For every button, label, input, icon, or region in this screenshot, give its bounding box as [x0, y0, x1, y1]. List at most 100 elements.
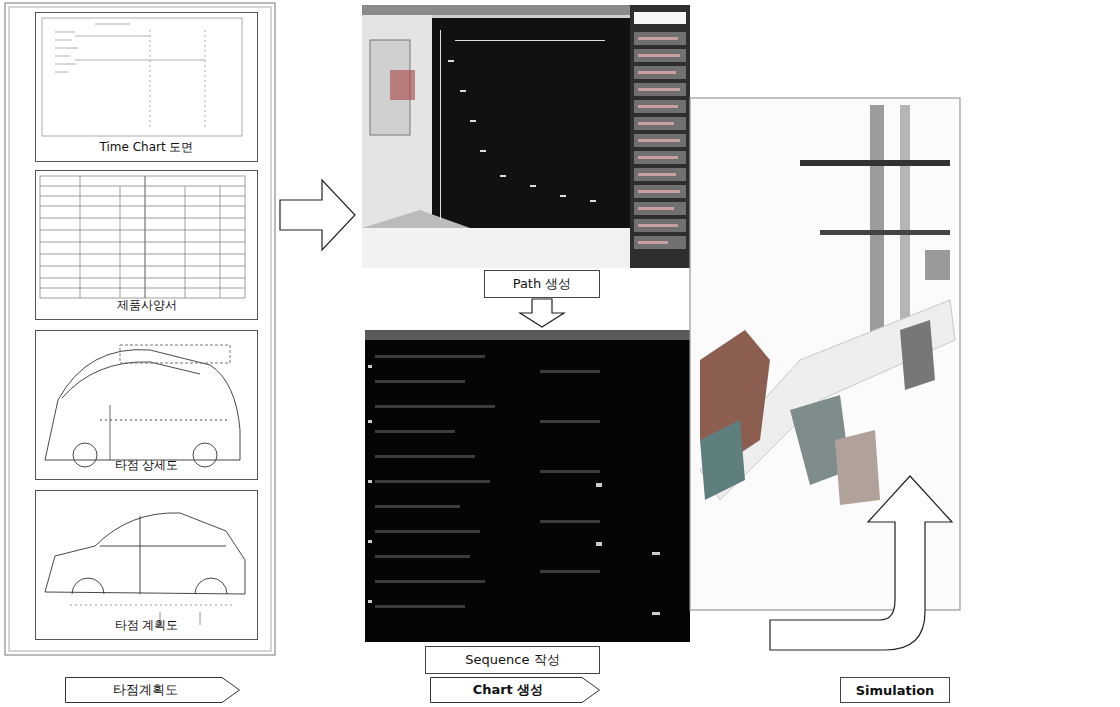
sequence-screenshot — [365, 330, 690, 642]
simulation-view — [835, 430, 880, 505]
time-chart-sketch — [75, 36, 150, 37]
simulation-view — [900, 320, 935, 390]
path-screenshot — [590, 200, 596, 202]
time-chart-sketch — [55, 56, 70, 57]
weld-detail-sketch — [62, 362, 200, 398]
path-screenshot — [448, 60, 454, 62]
simulation-view — [870, 105, 884, 335]
time-chart-sketch — [42, 18, 242, 136]
spec-table-sketch — [40, 218, 245, 219]
sequence-screenshot — [375, 380, 465, 383]
spec-table-sketch — [40, 254, 245, 255]
sequence-screenshot — [368, 420, 372, 423]
document-thumbnail: Time Chart 도면 — [35, 12, 258, 162]
time-chart-sketch — [205, 30, 206, 130]
path-screenshot — [634, 185, 686, 198]
sequence-screenshot — [375, 605, 465, 608]
sequence-screenshot — [375, 405, 495, 408]
path-screenshot — [362, 5, 690, 268]
sequence-screenshot — [375, 580, 485, 583]
weld-plan-sketch — [200, 612, 201, 625]
sequence-screenshot — [368, 540, 372, 543]
path-screenshot — [638, 37, 680, 244]
caption-text: Path 생성 — [513, 275, 572, 293]
caption-text: Chart 생성 — [473, 681, 558, 699]
path-screenshot — [560, 195, 566, 197]
path-screenshot — [638, 105, 678, 108]
path-screenshot — [630, 5, 690, 268]
caption-text: 타점계획도 — [113, 681, 192, 699]
path-screenshot — [362, 228, 630, 268]
path-screenshot — [634, 83, 686, 96]
weld-plan-sketch — [72, 578, 104, 594]
path-screenshot — [638, 122, 674, 125]
spec-table-sketch — [40, 288, 245, 289]
caption-text: Sequence 작성 — [465, 651, 559, 669]
path-screenshot — [634, 32, 686, 249]
flow-arrow — [280, 180, 355, 250]
weld-detail-sketch — [100, 420, 230, 421]
simulation-view — [700, 300, 955, 500]
weld-plan-sketch — [100, 546, 226, 547]
flow-arrow — [280, 180, 355, 250]
screenshot-frame: Sequence 작성 — [365, 328, 690, 674]
sequence-screenshot — [375, 355, 485, 358]
spec-table-sketch — [40, 206, 245, 207]
path-screenshot — [634, 236, 686, 249]
path-screenshot — [638, 37, 678, 40]
sequence-screenshot — [365, 330, 690, 340]
sequence-screenshot — [540, 370, 600, 373]
sequence-screenshot — [375, 555, 470, 558]
spec-table-sketch — [40, 186, 245, 187]
spec-table-sketch — [144, 176, 145, 298]
simulation-view — [820, 230, 950, 235]
spec-table-sketch — [40, 266, 245, 267]
simulation-view — [800, 160, 950, 166]
spec-table-sketch — [40, 176, 245, 298]
sequence-screenshot — [652, 612, 660, 615]
path-screenshot — [634, 151, 686, 164]
path-screenshot — [500, 175, 506, 177]
path-screenshot — [638, 88, 680, 91]
simulation-view — [925, 250, 950, 280]
document-thumbnail: 타점 계획도 — [35, 490, 258, 640]
path-screenshot — [634, 100, 686, 113]
path-screenshot — [470, 120, 476, 122]
path-screenshot — [634, 168, 686, 181]
sequence-screenshot — [375, 480, 490, 483]
time-chart-sketch — [75, 60, 205, 61]
time-chart-sketch — [55, 48, 78, 49]
path-screenshot — [634, 134, 686, 147]
path-screenshot — [638, 241, 668, 244]
path-screenshot — [638, 139, 680, 142]
path-screenshot — [530, 185, 536, 187]
weld-plan-sketch — [70, 605, 235, 606]
path-screenshot — [638, 71, 676, 74]
document-thumbnail: 제품사양서 — [35, 170, 258, 320]
path-screenshot — [634, 32, 686, 45]
caption-box: Path 생성 — [484, 270, 600, 298]
sequence-screenshot — [596, 483, 602, 487]
document-panel — [9, 7, 271, 651]
time-chart-sketch — [55, 64, 76, 65]
document-thumbnail: 타점 상세도 — [35, 330, 258, 480]
sequence-screenshot — [375, 455, 475, 458]
time-chart-sketch — [55, 40, 72, 41]
flow-arrow — [520, 299, 564, 327]
sequence-screenshot — [540, 570, 600, 573]
sequence-screenshot — [540, 420, 600, 423]
path-screenshot — [432, 18, 630, 228]
path-screenshot — [440, 30, 605, 220]
document-panel — [5, 3, 275, 655]
caption-box: Sequence 작성 — [425, 646, 600, 674]
weld-plan-sketch — [45, 513, 245, 625]
caption-text: 타점 상세도 — [36, 457, 257, 474]
sequence-screenshot — [368, 365, 372, 368]
spec-table-sketch — [80, 176, 81, 298]
sequence-screenshot — [368, 480, 372, 483]
weld-plan-sketch — [45, 513, 245, 594]
sequence-screenshot — [652, 552, 660, 555]
